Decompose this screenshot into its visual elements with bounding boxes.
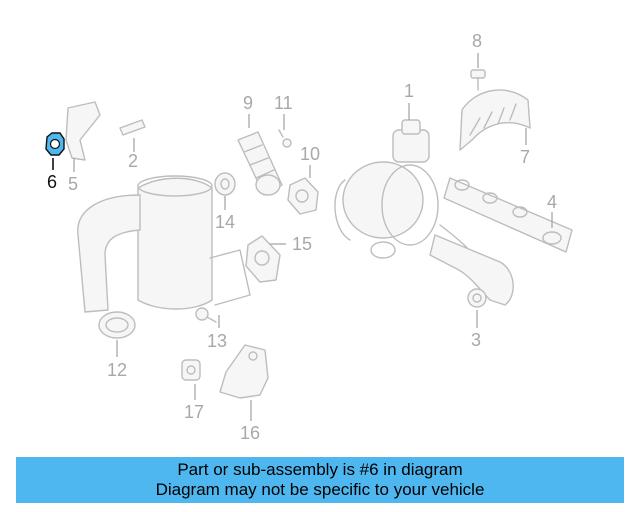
callout-15: 15 — [292, 234, 312, 254]
part-2-stud — [119, 119, 146, 136]
part-8-bolt — [470, 69, 486, 91]
part-14-nut — [214, 172, 236, 196]
callout-2: 2 — [128, 151, 138, 171]
part-4-gasket — [443, 177, 573, 253]
catalytic-converter — [77, 175, 251, 313]
callout-7: 7 — [520, 147, 530, 167]
part-9-flex-pipe — [237, 131, 283, 196]
part-16-bracket — [219, 344, 269, 399]
parts-diagram: 1 2 3 4 5 6 7 8 9 10 11 12 13 14 15 16 1… — [45, 31, 573, 443]
info-banner: Part or sub-assembly is #6 in diagram Di… — [16, 457, 624, 503]
callout-17: 17 — [184, 402, 204, 422]
part-15-gasket — [245, 235, 281, 283]
callout-8: 8 — [472, 31, 482, 51]
callout-16: 16 — [240, 423, 260, 443]
callout-14: 14 — [215, 212, 235, 232]
part-3-nut — [467, 288, 487, 308]
callout-4: 4 — [547, 192, 557, 212]
callout-1: 1 — [404, 81, 414, 101]
part-10-gasket — [287, 177, 319, 215]
callout-13: 13 — [207, 331, 227, 351]
callout-12: 12 — [107, 360, 127, 380]
callout-5: 5 — [68, 174, 78, 194]
callout-9: 9 — [243, 93, 253, 113]
callout-10: 10 — [300, 144, 320, 164]
part-17-nut — [181, 359, 201, 381]
part-12-gasket — [98, 311, 136, 339]
part-13-bolt — [195, 307, 217, 323]
callout-11: 11 — [274, 93, 293, 113]
part-5-bracket — [65, 101, 101, 161]
banner-line-2: Diagram may not be specific to your vehi… — [155, 480, 485, 499]
exhaust-manifold — [429, 234, 514, 306]
part-7-heat-shield — [459, 89, 531, 151]
part-6-nut — [45, 132, 65, 156]
banner-line-1: Part or sub-assembly is #6 in diagram — [177, 460, 463, 479]
callout-3: 3 — [471, 330, 481, 350]
part-1-turbocharger — [334, 119, 481, 263]
callout-6: 6 — [47, 172, 57, 192]
part-11-bolt — [278, 129, 292, 148]
